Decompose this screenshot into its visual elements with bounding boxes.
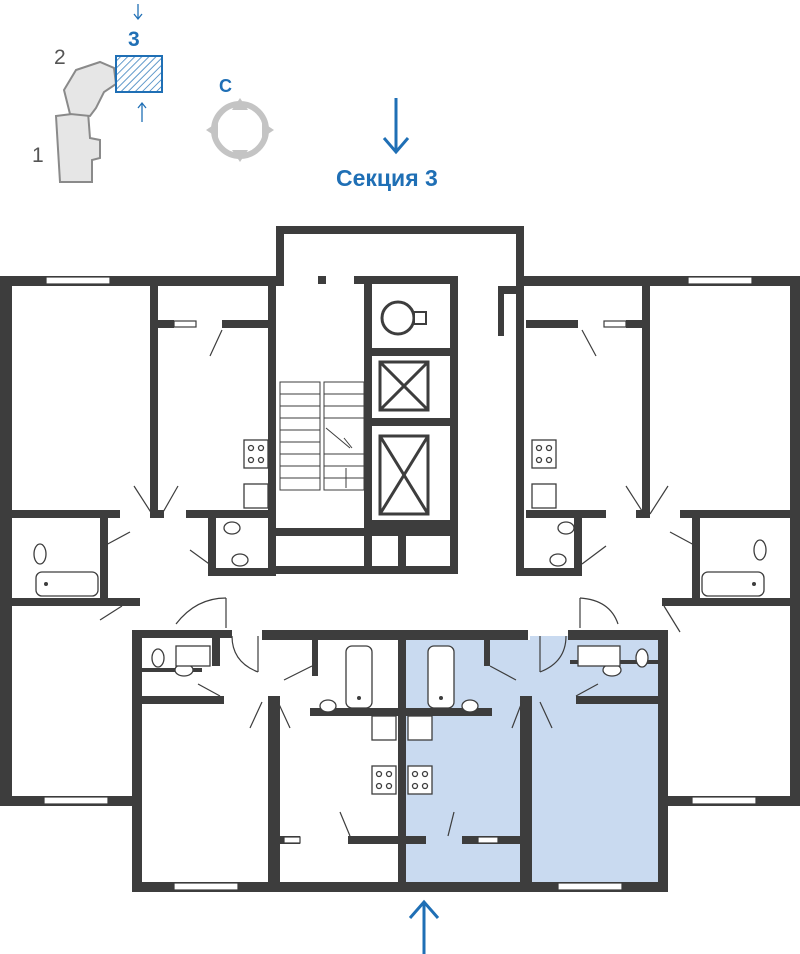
- bathtubs: [35, 571, 765, 709]
- kitchen-equipment: [243, 439, 557, 795]
- key-plan-icon: 2 1 3: [32, 4, 163, 183]
- key-plan-section-2-label: 2: [54, 46, 66, 69]
- key-plan-section-1-label: 1: [32, 144, 44, 167]
- doors: [99, 329, 697, 837]
- compass-north-label: С: [219, 76, 232, 96]
- key-plan-building-1: [54, 110, 101, 183]
- key-plan-section-3-label: 3: [128, 28, 140, 51]
- sanitary-fixtures: [33, 521, 767, 713]
- elevators: [378, 300, 430, 516]
- key-plan-building-3: [115, 55, 163, 93]
- section-title: Секция 3: [336, 165, 438, 191]
- key-plan-building-2: [62, 60, 118, 118]
- compass-icon: С: [206, 76, 274, 162]
- staircase: [279, 381, 365, 491]
- windows: [43, 276, 757, 891]
